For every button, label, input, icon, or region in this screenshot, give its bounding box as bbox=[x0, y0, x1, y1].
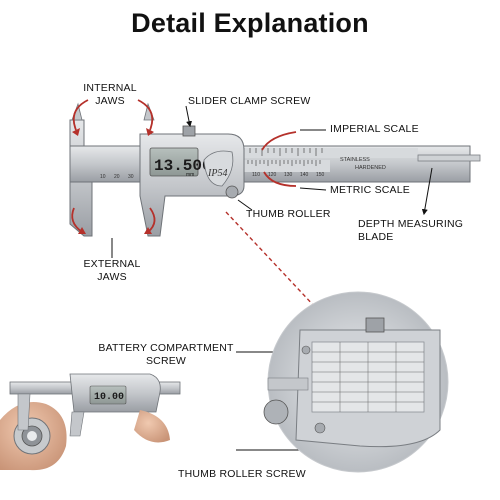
metric-tick-label: 130 bbox=[284, 172, 293, 178]
lcd-unit: mm bbox=[186, 172, 194, 178]
red-annotation-arrows bbox=[71, 99, 297, 233]
lcd-screen bbox=[149, 147, 199, 177]
metric-scale-strip bbox=[240, 160, 330, 172]
inset-photo: 10.00 bbox=[0, 373, 181, 471]
depth-measuring-blade-label: DEPTH MEASURING BLADE bbox=[358, 218, 463, 244]
metric-tick-label: 110 bbox=[252, 172, 260, 178]
metric-scale-arrow bbox=[263, 171, 297, 187]
main-caliper: 10 20 30 110 120 130 140 150 STAINLESS H… bbox=[69, 102, 481, 237]
imperial-scale-ticks bbox=[243, 148, 323, 156]
imperial-scale-label: IMPERIAL SCALE bbox=[330, 123, 419, 135]
page-title: Detail Explanation bbox=[131, 8, 369, 38]
lcd-display-value: 13.500 bbox=[154, 157, 212, 175]
zoom-clamp-screw bbox=[365, 317, 385, 333]
metric-scale-label: METRIC SCALE bbox=[330, 184, 410, 196]
metric-tick-label: 140 bbox=[300, 172, 309, 178]
inset-jaw bbox=[17, 393, 31, 431]
beam-engraving-stainless: STAINLESS bbox=[340, 157, 370, 163]
thumb-roller-screw-label: THUMB ROLLER SCREW bbox=[178, 468, 306, 480]
zoom-thumb-roller-screw bbox=[314, 422, 326, 434]
external-jaws-label: EXTERNAL JAWS bbox=[82, 258, 142, 284]
internal-jaw-arrow-right bbox=[137, 99, 154, 131]
slider-clamp-screw bbox=[182, 125, 196, 137]
zoom-thumb-roller bbox=[263, 399, 289, 425]
internal-jaws-label-line2: JAWS bbox=[95, 95, 125, 107]
metric-scale-ticks bbox=[243, 160, 321, 166]
arrowhead bbox=[146, 128, 154, 136]
zoom-detail-circle bbox=[263, 291, 449, 473]
ip-rating-text: IP54 bbox=[207, 168, 227, 179]
internal-jaws-label-line1: INTERNAL bbox=[83, 82, 137, 94]
depth-blade-label-line1: DEPTH MEASURING bbox=[358, 218, 464, 230]
battery-screw-label-line2: SCREW bbox=[145, 355, 187, 367]
metric-tick-label: 120 bbox=[268, 172, 277, 178]
thumb bbox=[134, 410, 170, 443]
external-jaws-label-line2: JAWS bbox=[97, 271, 127, 283]
inset-lcd-value: 10.00 bbox=[94, 392, 124, 403]
inset-lcd bbox=[89, 385, 127, 405]
slider-clamp-leader bbox=[185, 105, 193, 128]
imperial-scale-arrow bbox=[261, 131, 297, 151]
depth-blade-leader bbox=[421, 167, 433, 216]
external-jaws-label-line1: EXTERNAL bbox=[83, 258, 141, 270]
fixed-jaw bbox=[69, 119, 93, 237]
battery-screw-label-line1: BATTERY COMPARTMENT bbox=[98, 342, 234, 354]
zoom-beam bbox=[267, 377, 309, 391]
slider-clamp-screw-label: SLIDER CLAMP SCREW bbox=[188, 95, 311, 107]
arrowhead bbox=[72, 128, 80, 136]
ip-rating-badge bbox=[203, 150, 234, 187]
arrowhead bbox=[78, 227, 86, 234]
metric-scale-leader bbox=[299, 187, 327, 191]
metric-tick-label: 150 bbox=[316, 172, 325, 178]
zoom-dashed-line bbox=[225, 211, 317, 309]
thumb-roller bbox=[225, 185, 239, 199]
arrowhead bbox=[144, 227, 152, 234]
metric-tick-label: 10 bbox=[100, 174, 106, 180]
external-jaw-arrow-left bbox=[71, 207, 83, 233]
thumb-roller-leader bbox=[237, 199, 253, 211]
battery-compartment-screw-label: BATTERY COMPARTMENT SCREW bbox=[96, 342, 236, 368]
beam-engraving-hardened: HARDENED bbox=[355, 165, 386, 171]
internal-jaw-arrow-left bbox=[72, 99, 89, 131]
metric-tick-label: 20 bbox=[114, 174, 120, 180]
thumb-roller-label: THUMB ROLLER bbox=[246, 208, 331, 220]
internal-jaws-label: INTERNAL JAWS bbox=[80, 82, 140, 108]
zoom-battery-screw bbox=[301, 345, 311, 355]
depth-measuring-blade bbox=[417, 154, 481, 162]
depth-blade-label-line2: BLADE bbox=[358, 231, 394, 243]
metric-tick-label: 30 bbox=[128, 174, 134, 180]
imperial-scale-strip bbox=[240, 148, 418, 158]
